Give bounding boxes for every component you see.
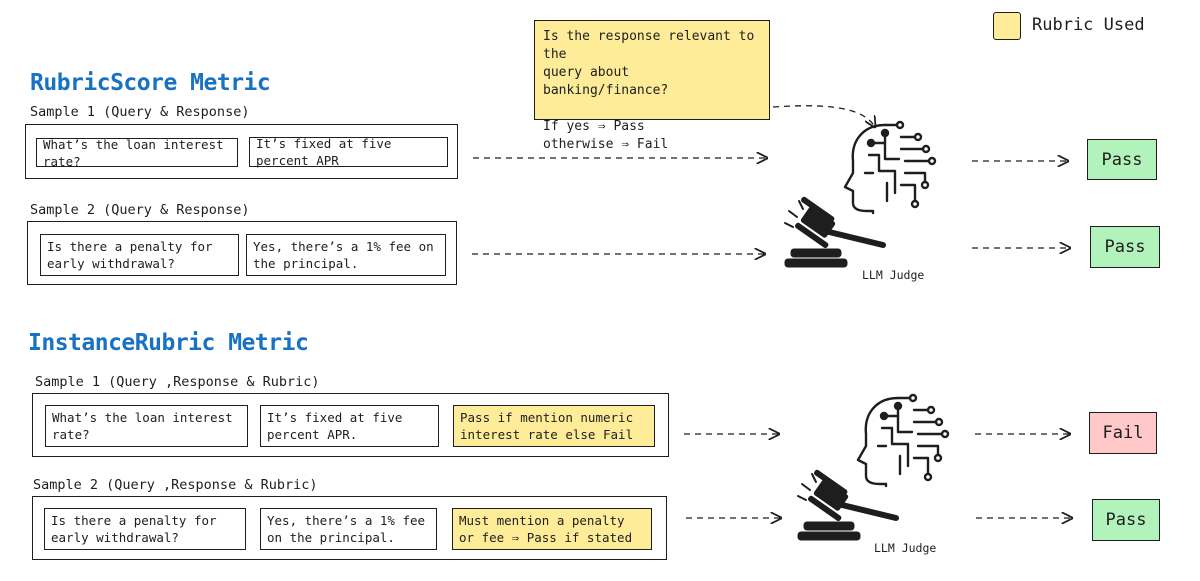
instancerubric-title: InstanceRubric Metric xyxy=(28,330,309,356)
ir-sample1-query: What’s the loan interest rate? xyxy=(45,405,248,447)
ir-sample1-verdict: Fail xyxy=(1089,412,1157,454)
ir-sample1-response: It’s fixed at five percent APR. xyxy=(260,405,439,447)
ir-sample2-response: Yes, there’s a 1% fee on the principal. xyxy=(260,508,437,550)
rs-sample2-response: Yes, there’s a 1% fee on the principal. xyxy=(246,234,446,276)
rs-sample2-query: Is there a penalty for early withdrawal? xyxy=(40,234,239,276)
legend-swatch xyxy=(993,12,1021,40)
rubricscore-title: RubricScore Metric xyxy=(30,70,271,96)
rs-sample1-verdict: Pass xyxy=(1087,139,1157,180)
rs-sample2-label: Sample 2 (Query & Response) xyxy=(30,202,250,218)
rs-sample1-response: It’s fixed at five percent APR xyxy=(249,136,448,168)
robot-head-icon xyxy=(843,120,937,215)
rs-sample2-verdict: Pass xyxy=(1090,226,1160,268)
ir-sample2-label: Sample 2 (Query ,Response & Rubric) xyxy=(33,477,318,493)
rs-sample2-box xyxy=(27,221,457,285)
rubric-note: Is the response relevant to the query ab… xyxy=(534,20,770,152)
gavel-icon xyxy=(797,469,899,541)
ir-sample2-query: Is there a penalty for early withdrawal? xyxy=(44,508,246,550)
rs-judge-label: LLM Judge xyxy=(862,268,925,282)
ir-sample2-box xyxy=(32,496,667,560)
robot-head-icon xyxy=(856,393,950,488)
ir-sample1-box xyxy=(32,393,669,457)
ir-sample1-label: Sample 1 (Query ,Response & Rubric) xyxy=(35,374,320,390)
ir-sample2-verdict: Pass xyxy=(1092,499,1160,541)
rs-sample1-box xyxy=(25,124,458,179)
legend-label: Rubric Used xyxy=(1032,15,1145,35)
ir-judge-label: LLM Judge xyxy=(874,541,937,555)
rubric-note-arrow xyxy=(772,105,875,127)
ir-sample2-rubric: Must mention a penalty or fee ⇒ Pass if … xyxy=(452,508,652,550)
rs-sample1-label: Sample 1 (Query & Response) xyxy=(30,104,250,120)
gavel-icon xyxy=(784,196,886,268)
ir-sample1-rubric: Pass if mention numeric interest rate el… xyxy=(453,405,655,447)
rs-sample1-query: What’s the loan interest rate? xyxy=(36,137,238,169)
